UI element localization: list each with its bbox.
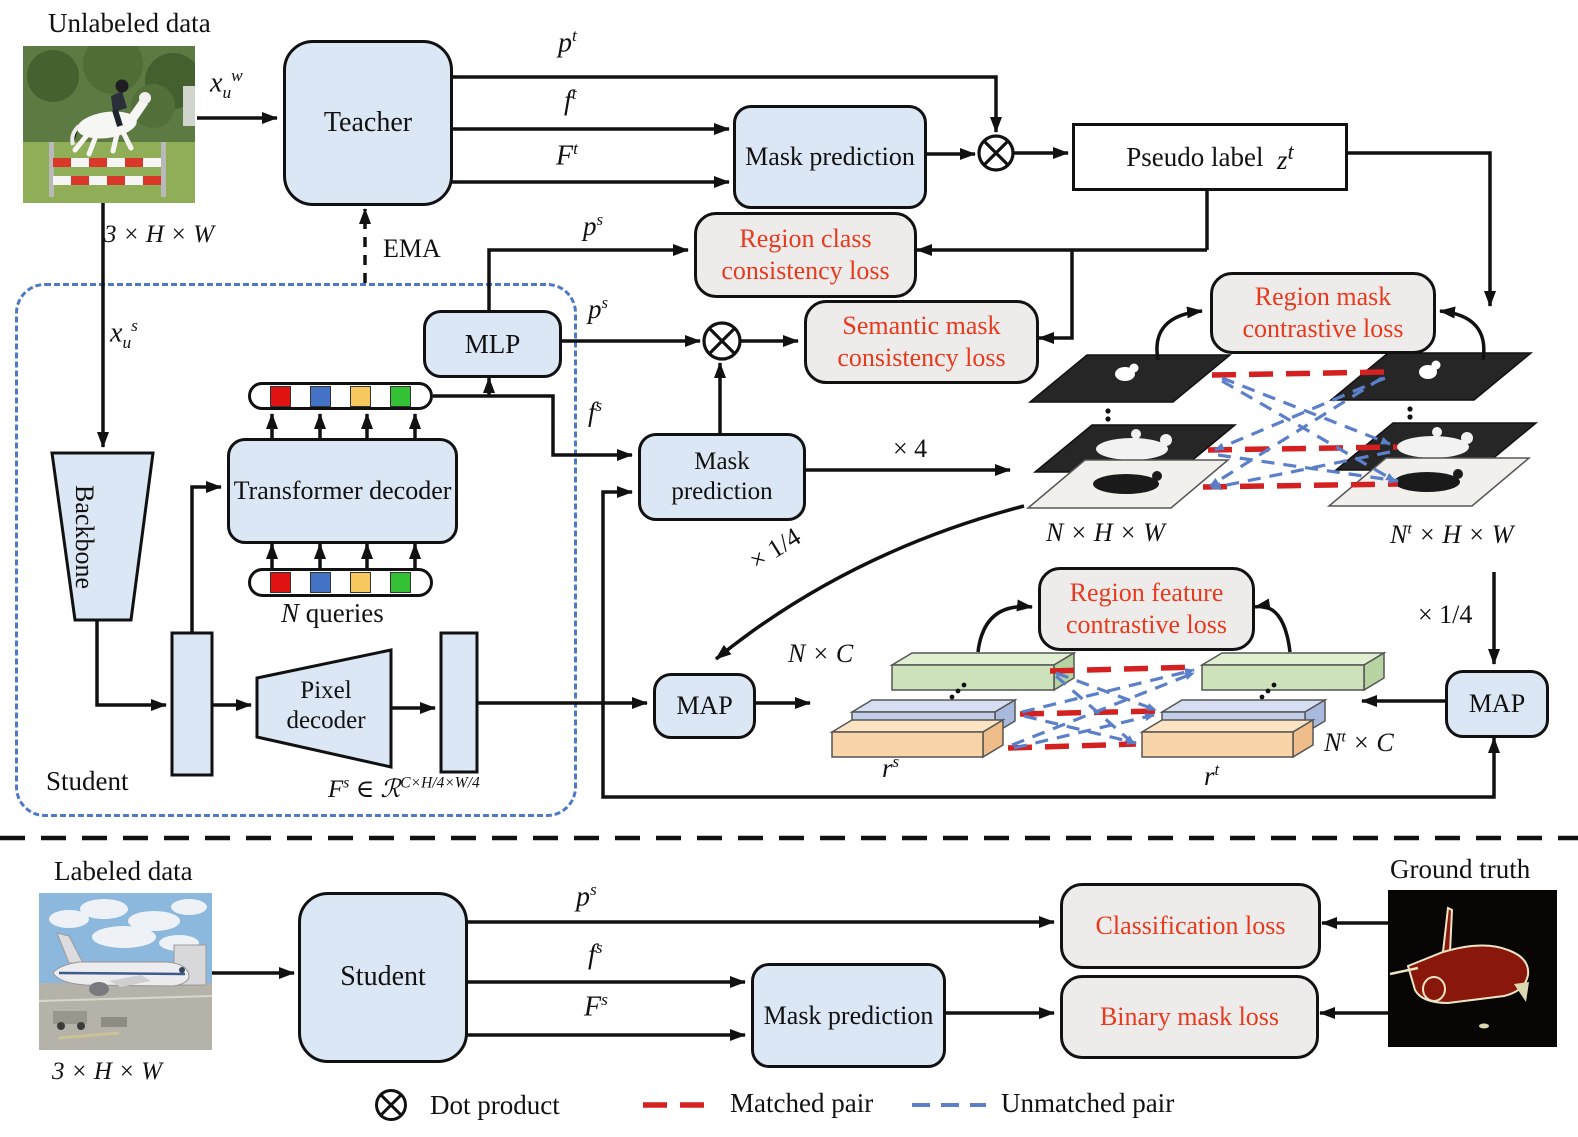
student-region-features	[829, 651, 1077, 759]
input-dim-label-top: 3 × H × W	[104, 221, 215, 248]
teacher-mask-stack	[1326, 352, 1539, 507]
binary-mask-loss: Binary mask loss	[1060, 975, 1319, 1059]
dot-product-symbol-teacher	[977, 134, 1015, 172]
backbone-label: Backbone	[69, 485, 99, 589]
n-queries-label: N queries	[281, 598, 384, 628]
query-token-red	[270, 572, 292, 593]
matched-pair-lines	[1007, 369, 1399, 751]
backbone-shape	[50, 451, 155, 622]
semantic-mask-consistency-loss: Semantic mask consistency loss	[804, 300, 1039, 384]
query-token-blue	[310, 385, 332, 407]
times-quarter-label-right: × 1/4	[1418, 600, 1473, 629]
p-s-label-mid: ps	[588, 293, 609, 324]
supervised-mask-prediction-node: Mask prediction	[751, 963, 946, 1068]
dot-product-legend-label: Dot product	[430, 1090, 560, 1120]
query-token-green	[389, 385, 411, 407]
student-node-supervised: Student	[298, 892, 468, 1063]
unmatched-pair-legend-label: Unmatched pair	[1001, 1088, 1175, 1118]
query-token-red	[270, 385, 292, 407]
mlp-node: MLP	[423, 310, 562, 378]
F-t-label: Ft	[556, 139, 578, 172]
r-s-label: rs	[882, 752, 900, 783]
student-mask-prediction-node: Mask prediction	[638, 433, 806, 521]
n-h-w-dim-label: N × H × W	[1046, 518, 1165, 547]
teacher-mask-prediction-node: Mask prediction	[733, 105, 927, 209]
labeled-data-label: Labeled data	[54, 856, 193, 886]
nt-c-dim-label: Nt × C	[1324, 728, 1394, 757]
n-c-dim-label: N × C	[788, 639, 854, 668]
ground-truth-image	[1388, 890, 1557, 1047]
backbone-feature-map	[170, 631, 214, 777]
p-s-label-upper: ps	[583, 210, 604, 241]
dot-product-symbol-legend	[375, 1089, 407, 1121]
region-feature-contrastive-loss: Region feature contrastive loss	[1038, 567, 1255, 651]
teacher-node: Teacher	[283, 40, 453, 206]
dot-product-symbol-student	[702, 321, 742, 361]
pixel-decoder-label: Pixel decoder	[286, 677, 366, 734]
labeled-image-airplane	[39, 893, 212, 1050]
f-s-label-bottom: fs	[588, 938, 603, 971]
feature-dim-label: Fs ∈ ℛC×H/4×W/4	[328, 774, 480, 803]
output-query-tokens	[248, 382, 433, 410]
query-token-yellow	[349, 385, 371, 407]
matched-pair-legend-label: Matched pair	[730, 1088, 874, 1118]
region-class-consistency-loss: Region class consistency loss	[694, 212, 917, 298]
teacher-region-features	[1139, 651, 1387, 759]
classification-loss: Classification loss	[1060, 883, 1321, 969]
weak-aug-input-label: xuw	[210, 66, 243, 102]
f-t-label: ft	[564, 84, 577, 117]
pseudo-label-node: Pseudo label zt	[1072, 123, 1348, 191]
r-t-label: rt	[1204, 760, 1220, 791]
student-container-label: Student	[46, 766, 129, 796]
p-t-label: pt	[558, 26, 577, 59]
student-dashed-container	[15, 283, 577, 817]
map-node-student: MAP	[653, 673, 756, 739]
unlabeled-image-horse	[23, 46, 195, 203]
p-s-label-bottom: ps	[576, 880, 597, 913]
map-node-teacher: MAP	[1445, 670, 1549, 738]
f-s-label-mid: fs	[588, 396, 603, 427]
query-token-green	[389, 572, 411, 593]
transformer-decoder-node: Transformer decoder	[227, 438, 458, 544]
pixel-feature-map	[439, 631, 479, 774]
ground-truth-label: Ground truth	[1390, 854, 1531, 884]
region-mask-contrastive-loss: Region mask contrastive loss	[1210, 272, 1436, 354]
student-mask-stack	[1025, 354, 1238, 509]
F-s-label-bottom: Fs	[584, 990, 608, 1023]
nt-h-w-dim-label: Nt × H × W	[1390, 520, 1514, 549]
unlabeled-data-label: Unlabeled data	[48, 8, 211, 38]
ema-label: EMA	[383, 234, 441, 263]
pixel-decoder-shape	[255, 648, 393, 769]
unmatched-pair-lines	[1011, 376, 1399, 750]
query-token-blue	[310, 572, 332, 593]
strong-aug-input-label: xus	[110, 316, 138, 352]
query-token-yellow	[349, 572, 371, 593]
input-dim-label-bottom: 3 × H × W	[52, 1058, 163, 1085]
input-query-tokens	[248, 568, 433, 597]
times4-label: × 4	[893, 434, 928, 463]
